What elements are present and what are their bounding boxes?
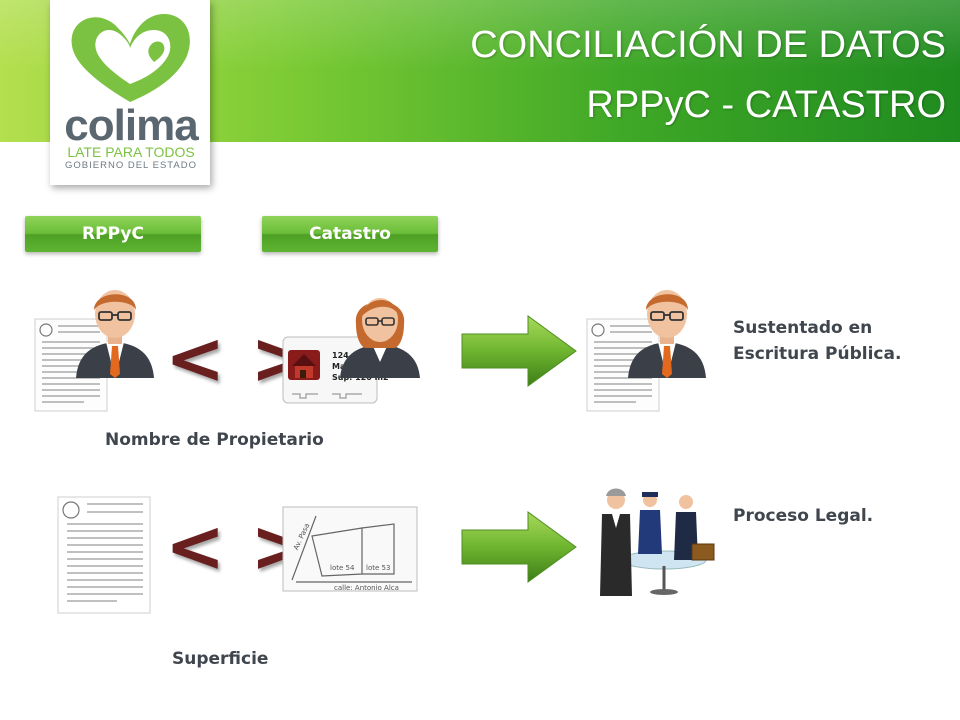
page-title-line-2: RPPyC - CATASTRO bbox=[586, 84, 946, 126]
land-plan-icon bbox=[282, 506, 418, 592]
arrow-right-icon bbox=[461, 315, 577, 387]
result-label-row1-line2: Escritura Pública. bbox=[733, 344, 902, 364]
owner-person-icon bbox=[76, 290, 154, 378]
field-label-area: Superficie bbox=[172, 649, 269, 669]
colima-logo: colima LATE PARA TODOS GOBIERNO DEL ESTA… bbox=[50, 0, 210, 185]
plan-street: calle: Antonio Alca bbox=[334, 584, 399, 592]
owner-person-icon bbox=[628, 290, 706, 378]
legal-meeting-icon bbox=[600, 488, 715, 596]
result-label-row1-line1: Sustentado en bbox=[733, 318, 873, 338]
page-title-line-1: CONCILIACIÓN DE DATOS bbox=[470, 24, 946, 66]
cadastral-card-line2: Mad bbox=[332, 362, 352, 371]
cadastral-card-icon bbox=[282, 336, 378, 404]
deed-document-icon bbox=[57, 496, 151, 614]
heart-logo-icon bbox=[71, 14, 190, 102]
logo-tagline: LATE PARA TODOS bbox=[67, 144, 195, 160]
logo-subtitle: GOBIERNO DEL ESTADO bbox=[65, 160, 197, 171]
plan-lot-a: lote 54 bbox=[330, 564, 355, 572]
catastro-column-label: Catastro bbox=[262, 216, 438, 252]
cadastre-person-icon bbox=[340, 298, 420, 378]
arrow-right-icon bbox=[461, 511, 577, 583]
result-label-row2: Proceso Legal. bbox=[733, 506, 874, 526]
plan-lot-b: lote 53 bbox=[366, 564, 391, 572]
cadastral-card-line1: 124 bbox=[332, 351, 349, 360]
logo-wordmark: colima bbox=[64, 101, 198, 150]
rppyc-column-label: RPPyC bbox=[25, 216, 201, 252]
field-label-owner-name: Nombre de Propietario bbox=[105, 430, 324, 450]
